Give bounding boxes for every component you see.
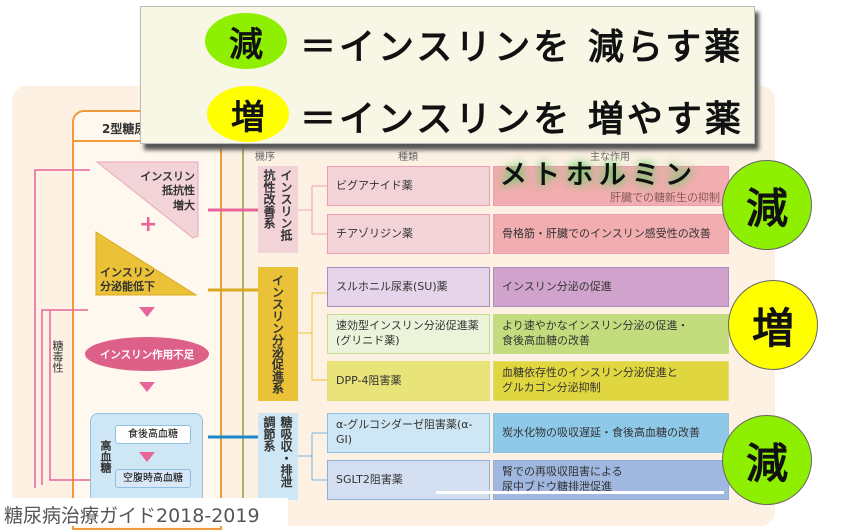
arrow-down-icon [139,382,155,392]
type-sglt2: SGLT2阻害薬 [327,460,490,500]
col-header-mechanism: 機序 [255,152,275,163]
col-header-type: 種類 [398,152,418,163]
secretion-label: インスリン 分泌能低下 [100,266,155,294]
mechanism-absorption: 糖吸収・排泄調節系 [258,413,298,500]
type-biguanide: ビグアナイド薬 [327,166,490,206]
action-su: インスリン分泌の促進 [493,267,729,307]
type-thiazolidine: チアゾリジン薬 [327,214,490,254]
legend-increase-text: ＝インスリンを 増やす薬 [300,99,744,140]
deficiency-label: インスリン作用不足 [85,337,209,371]
type-glinide: 速効型インスリン分泌促進薬 (グリニド薬) [327,314,490,354]
white-bar [436,491,724,494]
metformin-label: メトホルミン [500,160,698,191]
legend-decrease-badge: 減 [205,13,287,69]
action-biguanide: 肝臓での糖新生の抑制 [493,166,729,206]
legend-increase-badge: 増 [207,86,289,142]
action-glinide: より速やかなインスリン分泌の促進・ 食後高血糖の改善 [493,314,729,354]
action-agi: 炭水化物の吸収遅延・食後高血糖の改善 [493,413,729,453]
type-su: スルホニル尿素(SU)薬 [327,267,490,307]
decrease-badge: 減 [722,415,812,505]
fasting-label: 空腹時高血糖 [115,469,191,488]
postprandial-label: 食後高血糖 [115,425,191,444]
type-dpp4: DPP-4阻害薬 [327,361,490,401]
connectors [298,185,327,481]
glucotoxicity-label: 糖毒性 [51,340,64,373]
action-thiazolidine: 骨格筋・肝臓でのインスリン感受性の改善 [493,214,729,254]
col-header-action: 主な作用 [590,152,630,163]
legend-decrease-text: ＝インスリンを 減らす薬 [300,27,744,68]
mechanism-secretion: インスリン分泌促進系 [258,267,298,401]
increase-badge: 増 [728,280,818,370]
resistance-label: インスリン 抵抗性 増大 [140,170,195,212]
mechanism-resistance: インスリン抵抗性改善系 [258,166,298,253]
arrow-down-icon [139,452,155,462]
pathology-shapes [34,161,258,488]
decrease-badge: 減 [722,160,812,250]
source-caption: 糖尿病治療ガイド2018-2019 [0,498,288,527]
type-agi: α-グルコシダーゼ阻害薬(α-GI) [327,413,490,453]
action-dpp4: 血糖依存性のインスリン分泌促進と グルカゴン分泌抑制 [493,361,729,401]
plus-sign: + [139,212,158,237]
arrow-down-icon [139,307,155,317]
hyperglycemia-label: 高血糖 [99,440,112,473]
divider [242,140,244,526]
action-sglt2: 腎での再吸収阻害による 尿中ブドウ糖排泄促進 [493,460,729,500]
